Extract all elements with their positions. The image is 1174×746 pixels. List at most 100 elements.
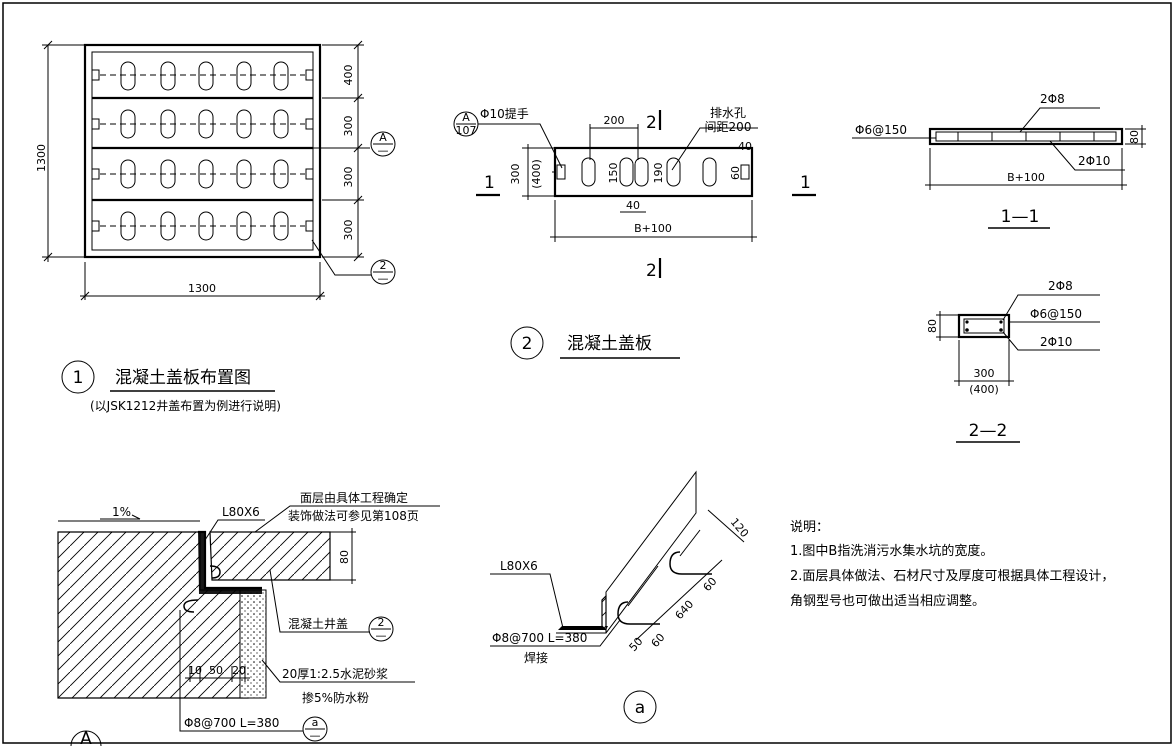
plan-callout-2 <box>370 259 396 285</box>
svg-text:1%: 1% <box>112 505 131 519</box>
cover-plate-title-number-circle <box>510 326 544 360</box>
svg-text:Φ6@150: Φ6@150 <box>855 123 907 137</box>
plan-row-dim-1: 400 <box>342 65 355 86</box>
svg-text:2: 2 <box>522 334 533 354</box>
svg-text:2: 2 <box>646 113 657 133</box>
section-11-outline <box>928 127 1124 146</box>
svg-text:—: — <box>378 144 389 157</box>
svg-text:80: 80 <box>338 550 351 564</box>
svg-text:掺5%防水粉: 掺5%防水粉 <box>302 690 369 705</box>
svg-text:150: 150 <box>607 163 620 184</box>
svg-text:10: 10 <box>188 664 202 677</box>
svg-text:(400): (400) <box>969 383 999 396</box>
svg-text:107: 107 <box>456 124 477 137</box>
svg-text:B+100: B+100 <box>634 222 672 235</box>
svg-text:Φ8@700 L=380: Φ8@700 L=380 <box>184 716 279 730</box>
svg-text:a: a <box>312 716 319 729</box>
svg-text:B+100: B+100 <box>1007 171 1045 184</box>
svg-text:40: 40 <box>626 199 640 212</box>
svg-text:L80X6: L80X6 <box>222 505 260 519</box>
plan-callout-a <box>370 131 396 157</box>
svg-text:120: 120 <box>728 516 751 540</box>
plan-title: 混凝土盖板布置图 <box>115 368 251 388</box>
svg-text:60: 60 <box>649 631 668 650</box>
cover-plate-elevation: 2 2 1 1 200 300 (400) 150 190 60 40 40 B… <box>453 106 816 360</box>
svg-text:面层由具体工程确定: 面层由具体工程确定 <box>300 490 408 505</box>
svg-text:60: 60 <box>729 166 742 180</box>
svg-text:a: a <box>635 698 645 718</box>
svg-text:2: 2 <box>380 259 387 272</box>
svg-text:(400): (400) <box>530 159 543 189</box>
svg-text:2Φ8: 2Φ8 <box>1048 279 1073 293</box>
svg-text:A: A <box>462 111 470 124</box>
plan-row-dim-3: 300 <box>342 167 355 188</box>
section-11-title: 1—1 <box>1001 207 1040 227</box>
detail-a-callout-2 <box>368 616 394 642</box>
svg-text:混凝土井盖: 混凝土井盖 <box>288 616 348 631</box>
section-22-outline <box>957 313 1011 339</box>
layout-plan: 1300 1300 400 300 300 300 A — 2 — 1 混凝土盖… <box>35 40 396 413</box>
detail-a: 1% L80X6 面层由具体工程确定 装饰做法可参见第108页 80 混凝土井盖… <box>57 490 440 746</box>
plan-title-number-circle <box>61 360 95 394</box>
detail-a-cover-slab <box>209 531 331 581</box>
section-2-2: 2Φ8 Φ6@150 2Φ10 80 300 (400) 2—2 <box>926 279 1100 443</box>
detail-a-mortar <box>239 589 267 699</box>
svg-text:80: 80 <box>926 319 939 333</box>
section-22-title: 2—2 <box>969 421 1008 441</box>
svg-text:300: 300 <box>974 367 995 380</box>
handle-label: Φ10提手 <box>480 106 529 121</box>
plan-slots <box>91 61 314 241</box>
plan-row-dim-4: 300 <box>342 220 355 241</box>
notes-heading: 说明： <box>790 520 829 535</box>
plan-height-dim: 1300 <box>35 144 48 172</box>
svg-text:80: 80 <box>1128 130 1141 144</box>
cover-plate-title: 混凝土盖板 <box>567 334 652 354</box>
detail-a-iso-marker <box>623 690 657 724</box>
svg-text:640: 640 <box>673 598 697 622</box>
svg-text:50: 50 <box>209 664 223 677</box>
svg-text:间距200: 间距200 <box>705 120 752 134</box>
svg-text:2Φ10: 2Φ10 <box>1078 154 1110 168</box>
svg-text:2: 2 <box>378 616 385 629</box>
plan-outer-frame <box>83 43 322 259</box>
plan-inner-frame <box>91 51 314 251</box>
plan-width-dim: 1300 <box>188 282 216 295</box>
svg-text:A: A <box>80 729 92 746</box>
notes-line-1: 1.图中B指洗消污水集水坑的宽度。 <box>790 543 993 559</box>
svg-text:40: 40 <box>738 140 752 153</box>
plan-row-dim-2: 300 <box>342 116 355 137</box>
svg-text:排水孔: 排水孔 <box>710 106 746 120</box>
svg-text:装饰做法可参见第108页: 装饰做法可参见第108页 <box>288 508 419 523</box>
svg-text:A: A <box>379 131 387 144</box>
svg-text:焊接: 焊接 <box>524 650 548 665</box>
svg-text:200: 200 <box>604 114 625 127</box>
notes-line-2: 2.面层具体做法、石材尺寸及厚度可根据具体工程设计， <box>790 568 1114 584</box>
iso-angle-outline <box>556 470 697 634</box>
svg-text:50: 50 <box>627 635 646 654</box>
detail-a-iso: 120 60 640 60 50 L80X6 Φ8@700 L=380 焊接 a <box>490 470 751 724</box>
plan-title-number: 1 <box>73 368 84 388</box>
svg-text:Φ6@150: Φ6@150 <box>1030 307 1082 321</box>
svg-text:—: — <box>310 729 321 742</box>
svg-text:—: — <box>378 272 389 285</box>
svg-text:1: 1 <box>484 173 495 193</box>
svg-text:2Φ10: 2Φ10 <box>1040 335 1072 349</box>
detail-a-callout-a <box>302 716 328 742</box>
notes-line-3: 角钢型号也可做出适当相应调整。 <box>790 593 985 609</box>
svg-text:—: — <box>376 629 387 642</box>
svg-text:190: 190 <box>652 163 665 184</box>
svg-text:L80X6: L80X6 <box>500 559 538 573</box>
svg-text:1: 1 <box>800 173 811 193</box>
svg-text:300: 300 <box>509 164 522 185</box>
svg-text:2Φ8: 2Φ8 <box>1040 92 1065 106</box>
detail-a-marker <box>70 730 102 746</box>
svg-text:Φ8@700 L=380: Φ8@700 L=380 <box>492 631 587 645</box>
svg-text:20: 20 <box>232 664 246 677</box>
svg-text:2: 2 <box>646 261 657 281</box>
svg-text:20厚1:2.5水泥砂浆: 20厚1:2.5水泥砂浆 <box>282 666 388 681</box>
notes: 说明： 1.图中B指洗消污水集水坑的宽度。 2.面层具体做法、石材尺寸及厚度可根… <box>790 520 1114 609</box>
plan-subtitle: (以JSK1212井盖布置为例进行说明) <box>90 398 281 413</box>
